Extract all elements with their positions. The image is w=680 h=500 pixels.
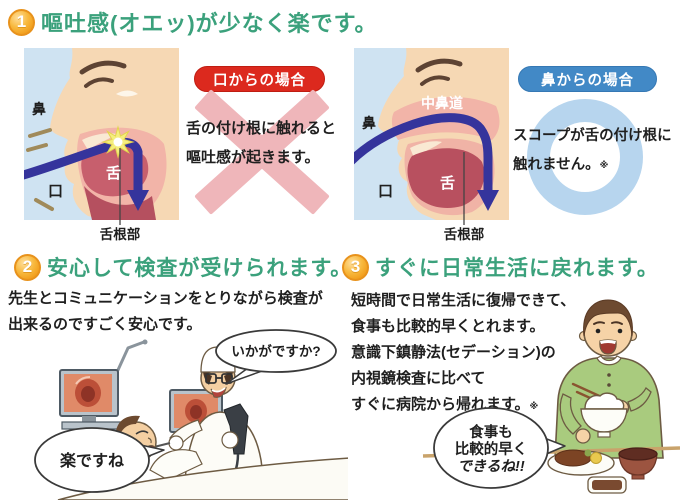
section3-line4: 内視鏡検査に比べて <box>351 370 486 387</box>
section2-paragraph: 先生とコミュニケーションをとりながら検査が 出来るのですごく安心です。 <box>8 286 323 338</box>
tongue-label: 舌 <box>440 174 455 192</box>
nose-case-text: 触れません。 <box>513 157 600 173</box>
garnish <box>584 449 592 457</box>
eating-scene: 食事も 比較的早く できるね!! <box>422 299 680 494</box>
section2-line2: 出来るのですごく安心です。 <box>8 316 202 333</box>
nose-route-diagram: 中鼻道 鼻 舌 口 舌根部 <box>354 48 509 242</box>
bedside-monitor <box>169 389 223 433</box>
section3-line1: 短時間で日常生活に復帰できて、 <box>351 292 576 309</box>
doctor-glove <box>221 431 239 449</box>
nose-case-text-line1: スコープが舌の付け根に <box>513 128 672 144</box>
doctor-bubble-text: いかがですか? <box>231 343 320 359</box>
emphasis-dash <box>34 198 54 211</box>
section1-heading: 1 嘔吐感(オエッ)が少なく楽です。 <box>8 6 377 38</box>
eyebrow-lower <box>84 77 114 88</box>
endoscope-handle <box>223 403 249 455</box>
mouth-label: 口 <box>378 183 393 200</box>
examination-scene: いかがですか? 楽ですね <box>34 329 348 500</box>
eyebrow <box>79 60 127 75</box>
section3-heading: 3 すぐに日常生活に戻れます。 <box>342 252 659 282</box>
eyebrow-lower <box>420 75 450 86</box>
section2-heading: 2 安心して検査が受けられます。 <box>14 252 352 282</box>
man-speech-bubble: 食事も 比較的早く できるね!! <box>433 407 566 489</box>
emphasis-dash <box>28 128 52 138</box>
scope-arrow-path <box>354 113 493 197</box>
doctor-glove <box>168 435 184 451</box>
nose-case-text-line2: 触れません。※ <box>513 153 608 174</box>
under-tongue <box>84 186 156 220</box>
tongue-root-label: 舌根部 <box>444 226 485 242</box>
tongue <box>81 145 149 197</box>
mouth-case-badge: 口からの場合 <box>194 66 325 92</box>
eyebrow <box>415 58 463 73</box>
middle-meatus-label: 中鼻道 <box>421 95 463 111</box>
starburst-center <box>113 137 123 147</box>
nose-label: 鼻 <box>32 101 46 117</box>
mouth-highlight <box>82 133 116 150</box>
closed-eye <box>116 90 138 97</box>
shirt-collar <box>596 355 622 366</box>
tongue-label: 舌 <box>106 164 121 182</box>
mouth-route-diagram: 鼻 舌 口 舌根部 <box>24 48 179 242</box>
mouth-label: 口 <box>48 183 63 200</box>
tongue-root-label: 舌根部 <box>100 226 141 242</box>
section2-line1: 先生とコミュニケーションをとりながら検査が <box>8 290 323 307</box>
man-hair <box>583 299 633 337</box>
corn-side <box>590 452 602 464</box>
bowl-hand <box>575 428 591 444</box>
bubble-line1: 食事も <box>469 423 513 441</box>
bubble-line3: できるね!! <box>457 459 525 475</box>
doctor-speech-bubble: いかがですか? <box>215 329 337 385</box>
patient-closed-eye <box>135 430 149 435</box>
section1-title: 嘔吐感(オエッ)が少なく楽です。 <box>41 11 378 36</box>
patient-bubble-text: 楽ですね <box>59 451 124 470</box>
mouth-case-text-line2: 嘔吐感が起きます。 <box>186 149 320 166</box>
rice <box>584 392 625 410</box>
section3-paragraph: 短時間で日常生活に復帰できて、 食事も比較的早くとれます。 意識下鎮静法(セデー… <box>351 288 575 419</box>
recovered-man <box>554 299 664 459</box>
section2-title: 安心して検査が受けられます。 <box>47 257 353 280</box>
footnote-mark: ※ <box>599 160 609 170</box>
step3-number-badge: 3 <box>342 253 369 281</box>
section3-title: すぐに日常生活に戻れます。 <box>375 257 659 280</box>
scope-arrow-head <box>477 190 499 211</box>
patient-speech-bubble: 楽ですね <box>34 427 165 493</box>
step1-number-badge: 1 <box>8 8 35 36</box>
scope-arrow-head <box>127 190 149 211</box>
nose-case-badge: 鼻からの場合 <box>518 66 657 92</box>
footnote-mark: ※ <box>529 401 539 411</box>
tongue <box>407 148 485 209</box>
bubble-line2: 比較的早く <box>455 440 528 458</box>
nose-label: 鼻 <box>362 115 376 131</box>
emphasis-dash <box>26 143 48 152</box>
meal-dishes <box>547 447 658 494</box>
section3-line3: 意識下鎮静法(セデーション)の <box>351 344 556 361</box>
section3-line2: 食事も比較的早くとれます。 <box>351 318 545 335</box>
mouth-case-text-line1: 舌の付け根に触れると <box>186 120 337 137</box>
step2-number-badge: 2 <box>14 253 41 281</box>
